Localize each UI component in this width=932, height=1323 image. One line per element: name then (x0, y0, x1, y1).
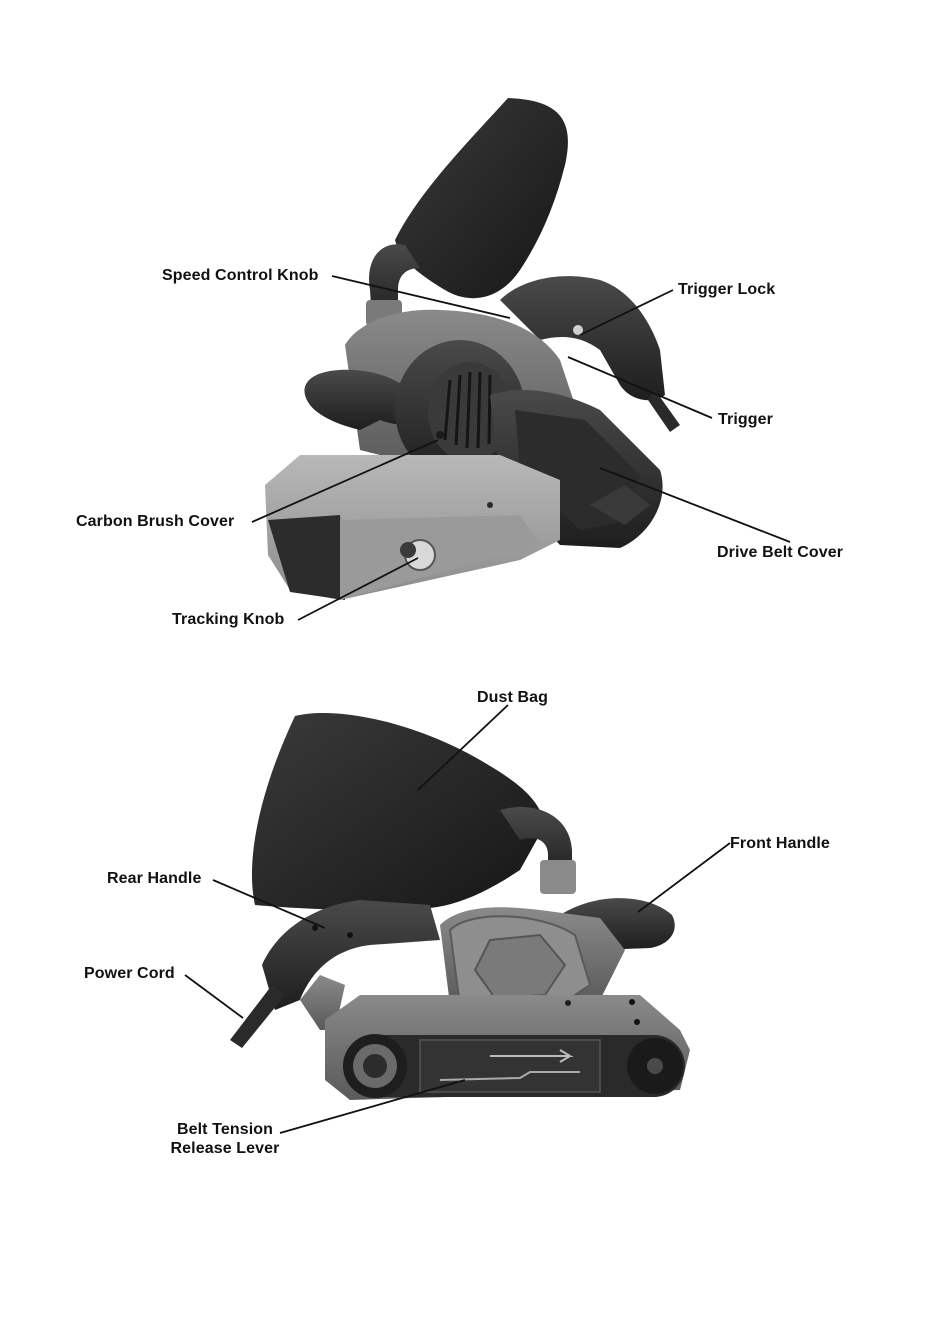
sander-side-view-illustration (230, 713, 690, 1100)
side-belt-tension-lever (420, 1040, 600, 1092)
leader-front-handle (638, 843, 730, 912)
label-dust-bag: Dust Bag (477, 688, 548, 707)
label-belt-tension-release-lever: Belt Tension Release Lever (160, 1120, 290, 1158)
label-trigger-lock: Trigger Lock (678, 280, 775, 299)
label-tracking-knob: Tracking Knob (172, 610, 284, 629)
label-drive-belt-cover: Drive Belt Cover (717, 543, 843, 562)
label-belt-tension-line1: Belt Tension (160, 1120, 290, 1139)
label-power-cord: Power Cord (84, 964, 175, 983)
label-front-handle: Front Handle (730, 834, 830, 853)
side-power-cord (230, 985, 285, 1048)
label-speed-control-knob: Speed Control Knob (162, 266, 318, 285)
label-carbon-brush-cover: Carbon Brush Cover (76, 512, 234, 531)
top-dust-bag (395, 98, 568, 298)
label-rear-handle: Rear Handle (107, 869, 201, 888)
sander-top-view-illustration (265, 98, 680, 600)
label-belt-tension-line2: Release Lever (160, 1139, 290, 1158)
side-rear-handle (262, 900, 440, 1010)
leader-power-cord (185, 975, 243, 1018)
label-trigger: Trigger (718, 410, 773, 429)
